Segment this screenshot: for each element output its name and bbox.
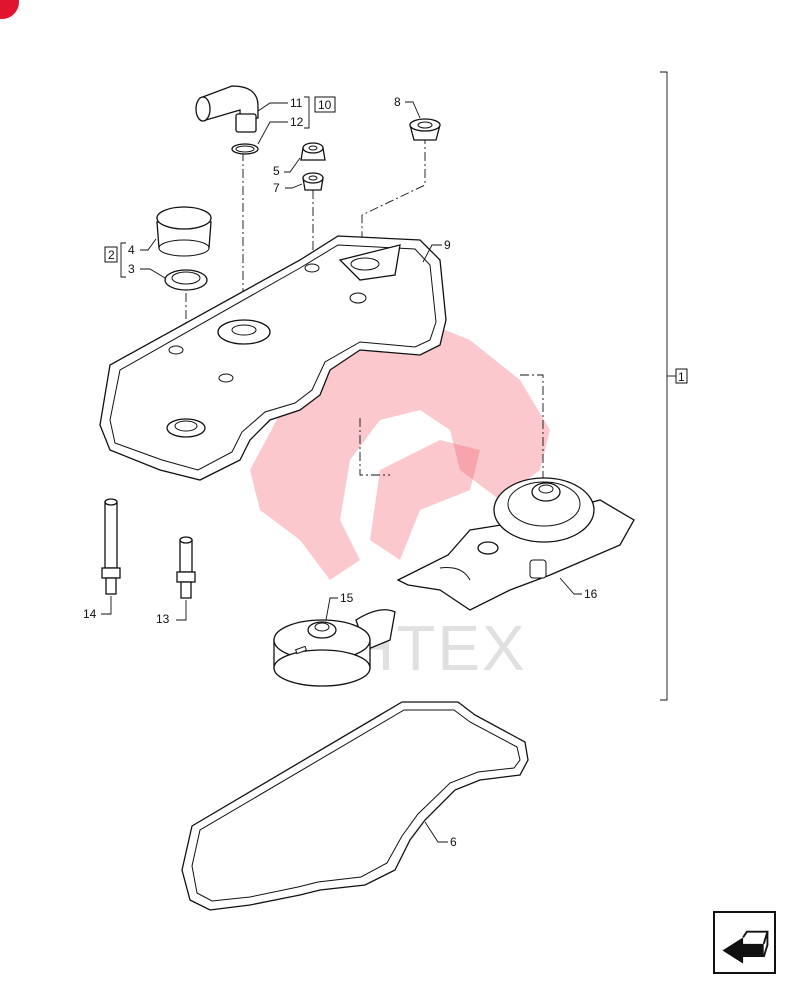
breather-elbow xyxy=(195,85,259,133)
callout-12: 12 xyxy=(290,115,304,129)
callout-6: 6 xyxy=(450,835,457,849)
callout-5: 5 xyxy=(273,164,280,178)
callout-4: 4 xyxy=(128,243,135,257)
nut xyxy=(300,142,326,161)
callout-10: 10 xyxy=(318,98,332,112)
breather-separator xyxy=(396,477,635,611)
long-stud xyxy=(101,498,121,595)
valve-cover-gasket xyxy=(181,701,529,911)
alignment-line xyxy=(359,418,390,476)
watermark-logo xyxy=(250,320,550,580)
valve-cover xyxy=(99,235,447,481)
corner-badge xyxy=(0,0,19,19)
callout-9: 9 xyxy=(444,238,451,252)
callout-15: 15 xyxy=(340,591,354,605)
callout-2: 2 xyxy=(108,248,115,262)
callout-3: 3 xyxy=(128,262,135,276)
washer xyxy=(302,172,324,191)
callout-1: 1 xyxy=(678,370,685,384)
callout-7: 7 xyxy=(273,181,280,195)
filler-seal xyxy=(164,269,208,291)
arrow-back-icon xyxy=(722,930,769,964)
alignment-line xyxy=(520,374,544,480)
callout-16: 16 xyxy=(584,587,598,601)
callout-13: 13 xyxy=(156,612,170,626)
callout-14: 14 xyxy=(83,607,97,621)
breather-housing xyxy=(273,609,396,687)
grommet xyxy=(409,118,441,141)
callout-8: 8 xyxy=(394,95,401,109)
short-stud xyxy=(176,536,196,599)
callout-11: 11 xyxy=(290,96,303,110)
oil-filler-cap xyxy=(156,206,212,257)
back-nav-button[interactable] xyxy=(713,911,776,974)
